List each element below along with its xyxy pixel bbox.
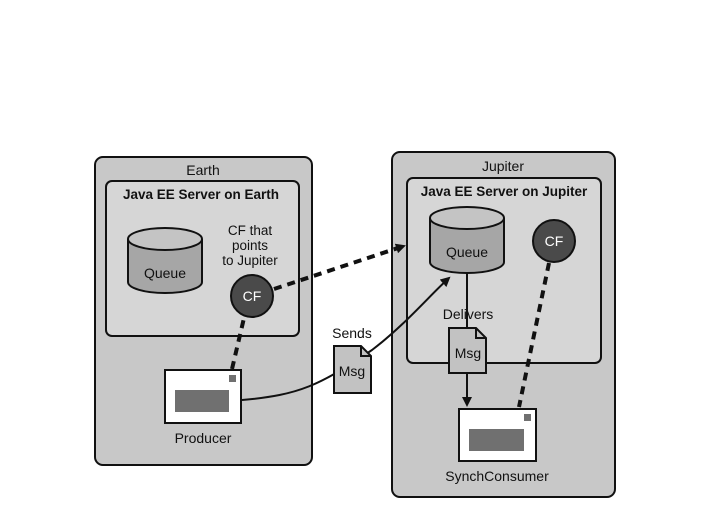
jupiter-server-box [406, 177, 602, 364]
jupiter-region: Jupiter Java EE Server on Jupiter Queue … [391, 151, 616, 498]
earth-cf-to-jupiter-arrow [273, 243, 406, 291]
earth-cf-circle-icon: CF [230, 274, 274, 318]
earth-title: Earth [186, 162, 219, 178]
earth-region: Earth Java EE Server on Earth Queue CF t… [94, 156, 313, 466]
jupiter-queue-cylinder-icon: Queue [429, 206, 505, 274]
jupiter-server: Java EE Server on Jupiter Queue CF Deliv… [406, 177, 602, 364]
jupiter-server-title: Java EE Server on Jupiter [421, 184, 588, 199]
earth-cf-label: CF [243, 288, 262, 304]
earth-cf-note-line1: CF that [228, 223, 273, 238]
jupiter-title: Jupiter [482, 158, 524, 174]
send-message-arrow [241, 276, 451, 401]
earth-server-title: Java EE Server on Earth [123, 187, 279, 202]
earth-queue-label: Queue [144, 265, 186, 281]
consumer-window-icon [458, 408, 537, 462]
sends-label: Sends [332, 325, 372, 341]
delivered-message-label: Msg [455, 345, 481, 361]
delivered-message-document-icon: Msg [448, 327, 487, 374]
earth-cf-note-line2: points [232, 238, 268, 253]
jupiter-cf-label: CF [545, 233, 564, 249]
producer-to-earth-cf-connector [230, 317, 246, 370]
sent-message-label: Msg [339, 363, 365, 379]
jupiter-cf-circle-icon: CF [532, 219, 576, 263]
consumer-label: SynchConsumer [445, 468, 549, 484]
earth-cf-note-line3: to Jupiter [222, 253, 278, 268]
producer-window-icon [164, 369, 242, 424]
earth-queue-cylinder-icon: Queue [127, 227, 203, 294]
earth-server: Java EE Server on Earth Queue CF that po… [105, 180, 300, 337]
jupiter-queue-label: Queue [446, 244, 488, 260]
sent-message-document-icon: Msg [333, 345, 372, 394]
jupiter-cf-to-consumer-connector [517, 262, 551, 408]
producer-label: Producer [175, 430, 232, 446]
